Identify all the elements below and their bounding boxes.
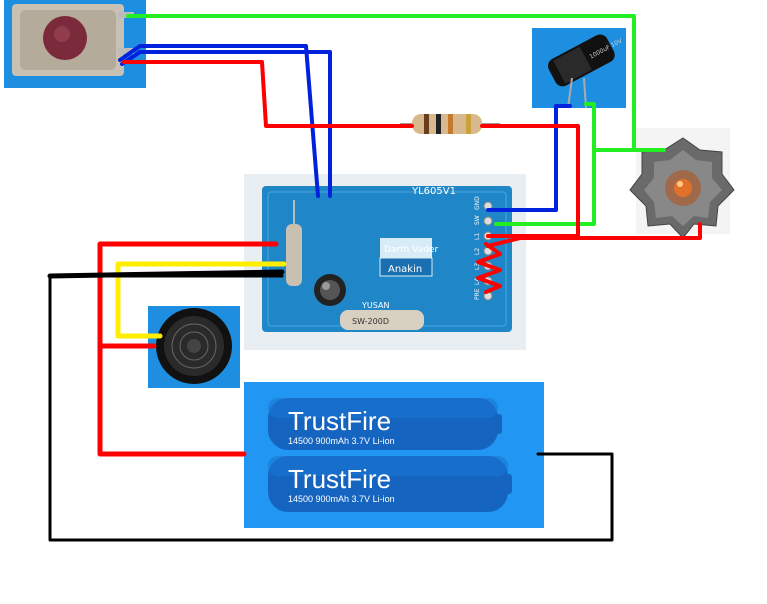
wire-green-button-led xyxy=(126,14,666,152)
board-pin-label: SW xyxy=(474,215,481,225)
board-pin-label: L2 xyxy=(474,248,481,255)
resistor-component xyxy=(400,114,500,134)
wire-red-board-zigzag xyxy=(476,242,502,294)
board-chip-sub: SW-200D xyxy=(352,317,389,326)
board-model-label: YL605V1 xyxy=(411,186,456,197)
battery-1-spec: 14500 900mAh 3.7V Li-ion xyxy=(288,436,395,446)
board-label-bottom: Anakin xyxy=(388,264,422,275)
battery-1-brand: TrustFire xyxy=(288,406,391,436)
speaker-component xyxy=(148,306,240,388)
board-label-top: Darth Vader xyxy=(384,245,438,255)
wire-blue-cap-board xyxy=(486,104,572,212)
led-component xyxy=(629,128,735,239)
battery-pack: TrustFire 14500 900mAh 3.7V Li-ion Trust… xyxy=(244,382,544,528)
board-chip-label: YUSAN xyxy=(361,301,389,310)
wire-green-cap-board xyxy=(494,102,596,226)
board-pin-label: L1 xyxy=(474,233,481,240)
wire-black-top xyxy=(47,269,285,279)
wire-yellow-speaker-board xyxy=(115,261,287,339)
board-pin-label: PRE xyxy=(474,288,481,300)
wire-blue-button-board-1 xyxy=(118,44,320,198)
wire-red-battery-board xyxy=(97,241,279,457)
push-button-component xyxy=(4,0,146,88)
board-pin-sw: SW xyxy=(474,215,493,226)
wire-red-led-board xyxy=(486,222,702,248)
battery-1: TrustFire 14500 900mAh 3.7V Li-ion xyxy=(268,398,502,450)
wire-red-button-resistor xyxy=(122,60,414,128)
capacitor-component: 1000uF 10V xyxy=(532,28,626,109)
battery-2-brand: TrustFire xyxy=(288,464,391,494)
board-pin-label: GND xyxy=(474,196,481,210)
battery-2: TrustFire 14500 900mAh 3.7V Li-ion xyxy=(268,456,512,512)
board-pin-label: L3 xyxy=(474,263,481,270)
board-pin-label: L4 xyxy=(474,278,481,285)
battery-2-spec: 14500 900mAh 3.7V Li-ion xyxy=(288,494,395,504)
